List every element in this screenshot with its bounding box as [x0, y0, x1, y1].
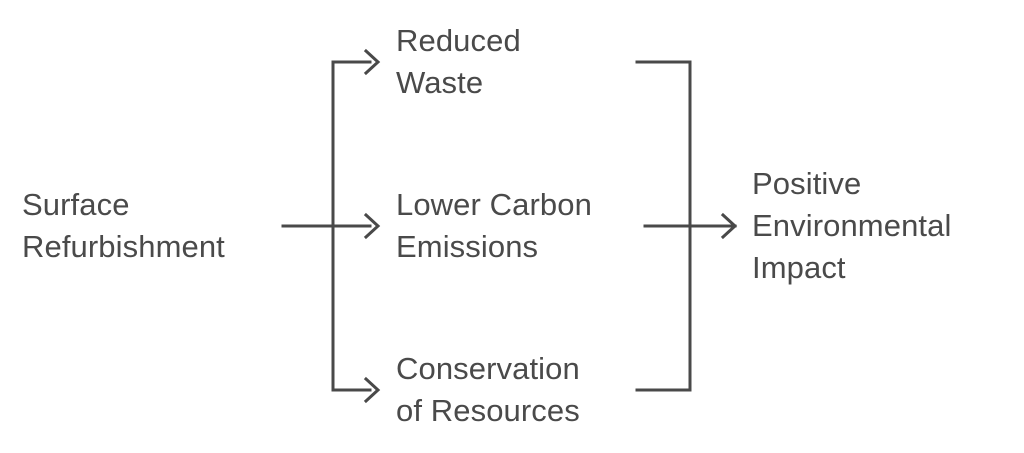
node-conservation-of-resources: Conservation of Resources: [396, 351, 580, 428]
node-surface-refurbishment: Surface Refurbishment: [22, 187, 225, 264]
node-lower-carbon-emissions: Lower Carbon Emissions: [396, 187, 592, 264]
arrowhead-branch-0: [363, 48, 381, 76]
arrowhead-outcome: [720, 212, 738, 240]
arrowhead-branch-2: [363, 376, 381, 404]
node-reduced-waste: Reduced Waste: [396, 23, 521, 100]
node-positive-environmental-impact: Positive Environmental Impact: [752, 166, 952, 285]
arrowhead-branch-1: [363, 212, 381, 240]
